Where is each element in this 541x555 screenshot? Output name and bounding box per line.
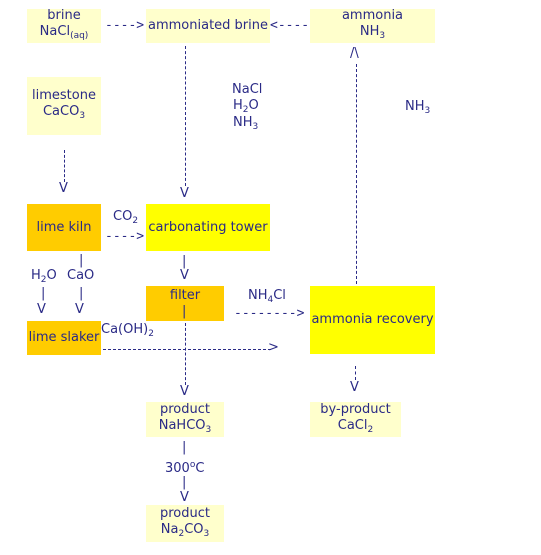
recovery-to-ammonia-arrowhead: /\	[350, 46, 359, 61]
ammoniated-brine-label: ammoniated brine	[148, 18, 268, 33]
slaker-to-recovery-arrowhead: >	[268, 340, 279, 355]
product-na2co3-formula: Na2CO3	[160, 521, 210, 539]
filter-to-product-arrowhead: V	[180, 384, 189, 399]
ammonia-recovery-label: ammonia recovery	[311, 312, 434, 327]
brine-to-ammoniated-brine-arrow: ---->	[105, 18, 145, 33]
product-na2co3-box: product Na2CO3	[146, 505, 224, 542]
limestone-label: limestone	[32, 88, 96, 103]
ammonia-box: ammonia NH3	[310, 8, 435, 43]
cao-to-slaker-arrowhead: V	[75, 302, 84, 317]
tower-to-filter-arrowhead: V	[180, 268, 189, 283]
ammonia-label: ammonia	[341, 8, 404, 23]
filter-to-recovery-arrow: -------->	[234, 306, 305, 321]
limestone-to-kiln-arrowhead: V	[59, 181, 68, 196]
ammonia-to-ammoniated-brine-arrow: <----	[270, 18, 310, 33]
ammoniated-brine-box: ammoniated brine	[146, 9, 270, 43]
byproduct-cacl2-label: by-product	[320, 401, 391, 417]
nh3-label-right: NH3	[405, 99, 431, 116]
filter-label: filter	[169, 288, 201, 303]
h2o-to-slaker-arrowhead: V	[37, 302, 46, 317]
nh4cl-label: NH4Cl	[248, 288, 286, 305]
filter-to-product-line	[185, 323, 186, 385]
carbonating-tower-label: carbonating tower	[148, 219, 268, 235]
cao-label: CaO	[67, 268, 95, 283]
ab-to-tower-line	[185, 46, 186, 186]
kiln-to-tower-arrow: ---->	[105, 229, 145, 244]
temp-to-na2co3-arrowhead: V	[180, 490, 189, 505]
h2o-label-left: H2O	[31, 268, 57, 285]
temp-to-na2co3-tick: |	[182, 475, 187, 490]
limestone-box: limestone CaCO3	[27, 77, 101, 135]
ab-to-tower-arrowhead: V	[180, 186, 189, 201]
product-nahco3-formula: NaHCO3	[158, 417, 212, 435]
byproduct-cacl2-box: by-product CaCl2	[310, 402, 401, 437]
limestone-formula: CaCO3	[42, 104, 86, 121]
product-na2co3-label: product	[159, 505, 210, 521]
lime-slaker-box: lime slaker	[27, 321, 101, 355]
recovery-to-byproduct-line	[355, 366, 356, 380]
lime-kiln-label: lime kiln	[36, 219, 92, 235]
slaker-to-recovery-line	[103, 349, 271, 350]
brine-formula: NaCl(aq)	[39, 24, 89, 41]
filter-box: filter	[146, 286, 224, 321]
h2o-label-middle: H2O	[233, 98, 259, 115]
tower-to-filter-tick: |	[182, 254, 187, 269]
caoh2-label: Ca(OH)2	[101, 322, 154, 339]
temperature-label: 300oC	[165, 460, 205, 476]
product-nahco3-label: product	[159, 401, 210, 417]
ammonia-formula: NH3	[359, 24, 386, 41]
carbonating-tower-box: carbonating tower	[146, 204, 270, 251]
h2o-to-slaker-tick: |	[41, 286, 46, 301]
nahco3-to-temp-tick: |	[182, 440, 187, 455]
product-nahco3-box: product NaHCO3	[146, 402, 224, 437]
cao-to-slaker-tick: |	[79, 286, 84, 301]
nacl-label: NaCl	[232, 82, 263, 97]
ammonia-recovery-box: ammonia recovery	[310, 286, 435, 354]
lime-kiln-box: lime kiln	[27, 204, 101, 251]
limestone-to-kiln-line	[64, 150, 65, 182]
brine-label: brine	[47, 8, 81, 23]
kiln-outlet-tick: |	[79, 253, 84, 268]
byproduct-cacl2-formula: CaCl2	[337, 417, 374, 435]
lime-slaker-label: lime slaker	[28, 330, 100, 345]
filter-inner-tick: |	[182, 304, 187, 319]
recovery-to-byproduct-arrowhead: V	[350, 380, 359, 395]
brine-box: brine NaCl(aq)	[27, 8, 101, 43]
recovery-to-ammonia-line	[356, 64, 357, 284]
nh3-label-middle: NH3	[233, 115, 259, 132]
co2-label: CO2	[113, 209, 139, 226]
